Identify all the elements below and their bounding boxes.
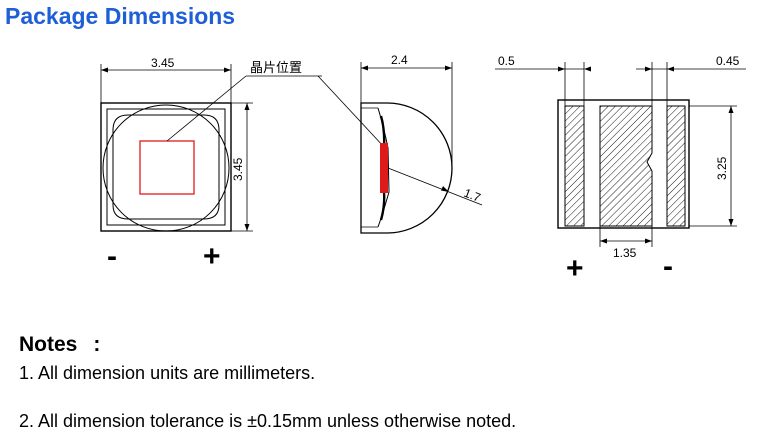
note-item-2: 2. All dimension tolerance is ±0.15mm un…: [19, 411, 517, 431]
top-view-dome-circle: [102, 104, 230, 232]
top-view-inner-frame: [106, 108, 226, 226]
chip-leader-line: [166, 75, 247, 142]
chip-leader-to-side: [317, 75, 386, 149]
notes-heading-text: Notes: [19, 333, 78, 356]
bottom-plus-sign: +: [566, 252, 584, 285]
chip-position-label: 晶片位置: [250, 61, 302, 76]
top-view-lens-outline: [112, 114, 220, 220]
bottom-center-arrow-left: [600, 238, 607, 244]
bottom-center-arrow-right: [645, 238, 652, 244]
side-width-arrow-left: [361, 65, 368, 71]
page-title: Package Dimensions: [5, 3, 236, 29]
top-minus-sign: -: [107, 240, 117, 273]
bottom-height-label: 3.25: [715, 156, 729, 180]
top-width-label: 3.45: [151, 56, 175, 70]
top-height-label: 3.45: [231, 157, 245, 181]
chip-position-outline: [139, 140, 195, 195]
bottom-pad-center: [599, 105, 653, 227]
bottom-right-arrow: [645, 66, 652, 72]
bottom-left-arrow-b: [584, 66, 591, 72]
note-item-1: 1. All dimension units are millimeters.: [19, 363, 316, 383]
bottom-pad-left: [564, 105, 585, 227]
notes-heading-colon: :: [93, 333, 101, 356]
bottom-height-arrow-bottom: [728, 219, 734, 226]
bottom-right-pad-label: 0.45: [716, 54, 740, 68]
width-arrow-right: [224, 67, 231, 73]
height-arrow-top: [244, 103, 250, 110]
bottom-center-pad-label: 1.35: [613, 246, 637, 260]
bottom-height-arrow-top: [728, 106, 734, 113]
bottom-left-arrow: [558, 66, 565, 72]
side-radius-label: 1.7: [462, 186, 483, 205]
side-width-arrow-right: [445, 65, 452, 71]
notes-heading: Notes:: [19, 333, 100, 357]
radius-leader-line: [387, 167, 483, 206]
width-arrow-left: [101, 67, 108, 73]
side-view: 2.4 1.7: [360, 53, 483, 234]
bottom-view: 0.5 0.45 3.25 1.35 + -: [495, 54, 746, 285]
bottom-left-pad-label: 0.5: [498, 54, 515, 68]
side-view-chip: [380, 143, 388, 193]
top-plus-sign: +: [203, 240, 221, 273]
bottom-minus-sign: -: [663, 250, 673, 283]
side-width-label: 2.4: [391, 53, 408, 67]
top-view: 3.45 3.45 晶片位置 - +: [100, 56, 386, 273]
bottom-pad-right: [666, 105, 686, 227]
side-view-outline: [360, 102, 453, 234]
bottom-view-outline: [557, 99, 690, 229]
height-arrow-bottom: [244, 224, 250, 231]
bottom-right-arrow-b: [667, 66, 674, 72]
radius-arrow: [441, 186, 449, 192]
